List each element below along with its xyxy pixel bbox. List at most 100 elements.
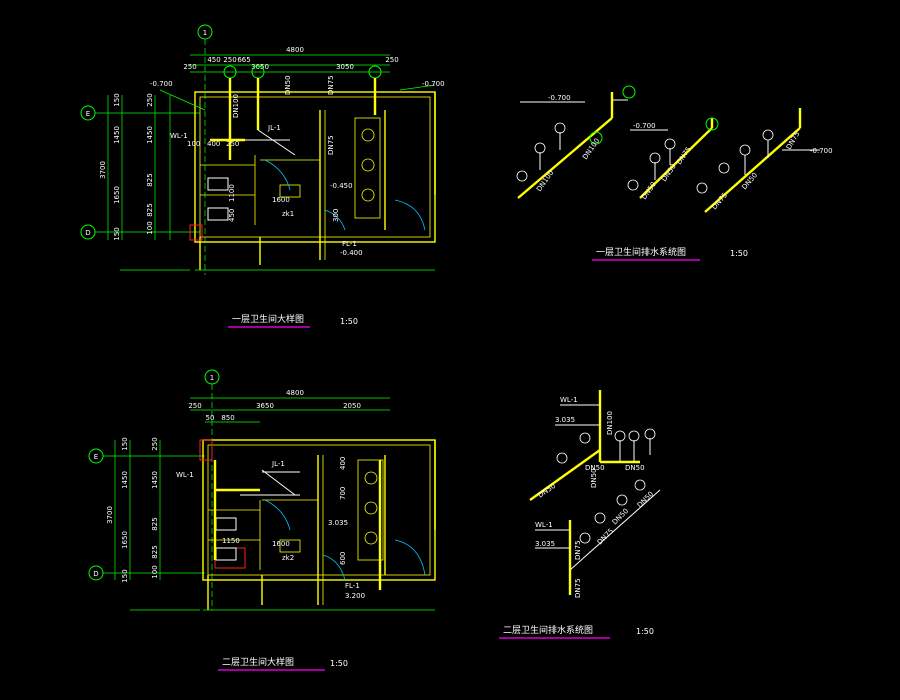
- svg-text:DN75: DN75: [574, 578, 582, 598]
- plan2-red-block: [199, 439, 213, 461]
- svg-text:300: 300: [332, 209, 340, 222]
- svg-text:DN75: DN75: [327, 75, 335, 95]
- svg-text:1650: 1650: [121, 531, 129, 549]
- system1-title: 一层卫生间排水系统图: [596, 246, 686, 258]
- svg-text:DN75: DN75: [574, 540, 582, 560]
- svg-text:WL-1: WL-1: [535, 521, 553, 529]
- svg-text:zk1: zk1: [282, 210, 294, 218]
- svg-text:-0.700: -0.700: [422, 80, 445, 88]
- svg-text:DN100: DN100: [232, 94, 240, 118]
- svg-text:1450: 1450: [113, 126, 121, 144]
- plan2-scale: 1:50: [330, 659, 348, 668]
- svg-text:D: D: [93, 570, 98, 578]
- plan1-red-block: [189, 224, 203, 241]
- plan1-view[interactable]: 1 E D 4800 450 250 665 3650 3050 250 250…: [80, 24, 445, 328]
- svg-text:2050: 2050: [343, 402, 361, 410]
- svg-text:1600: 1600: [272, 540, 290, 548]
- svg-text:-0.450: -0.450: [330, 182, 353, 190]
- svg-text:1450: 1450: [121, 471, 129, 489]
- svg-text:1100: 1100: [228, 184, 236, 202]
- svg-text:665: 665: [237, 56, 250, 64]
- plan2-basin-counter: [357, 459, 384, 561]
- svg-text:825: 825: [151, 545, 159, 558]
- svg-text:DN50: DN50: [284, 75, 292, 95]
- svg-text:3.035: 3.035: [555, 416, 575, 424]
- svg-text:250: 250: [223, 56, 236, 64]
- svg-text:1: 1: [210, 374, 214, 382]
- svg-text:450: 450: [228, 209, 236, 222]
- svg-text:3.200: 3.200: [345, 592, 365, 600]
- svg-text:1650: 1650: [113, 186, 121, 204]
- svg-text:DN50: DN50: [585, 464, 605, 472]
- svg-text:400: 400: [207, 140, 220, 148]
- svg-text:3700: 3700: [99, 161, 107, 179]
- svg-text:1150: 1150: [222, 537, 240, 545]
- system2-pipe-b: [569, 489, 661, 571]
- svg-text:850: 850: [221, 414, 234, 422]
- system2-scale: 1:50: [636, 627, 654, 636]
- svg-text:100: 100: [187, 140, 200, 148]
- plan2-title: 二层卫生间大样图: [222, 656, 294, 668]
- svg-text:DN75: DN75: [327, 135, 335, 155]
- plan1-basin-counter: [354, 117, 381, 219]
- svg-text:E: E: [94, 453, 98, 461]
- plan1-axis-d-label: D: [85, 229, 90, 237]
- system1-pipe-c: [704, 127, 801, 213]
- svg-text:250: 250: [151, 437, 159, 450]
- system1-pipe-a: [517, 117, 613, 199]
- svg-text:700: 700: [339, 487, 347, 500]
- plan2-door-arc: [394, 539, 426, 576]
- svg-text:150: 150: [113, 93, 121, 106]
- svg-text:250: 250: [146, 93, 154, 106]
- svg-text:450: 450: [207, 56, 220, 64]
- plan1-door-arc: [394, 199, 426, 231]
- plan1-title: 一层卫生间大样图: [232, 313, 304, 325]
- plan1-axis-e-label: E: [86, 110, 90, 118]
- svg-text:250: 250: [226, 140, 239, 148]
- svg-text:400: 400: [339, 457, 347, 470]
- svg-text:600: 600: [339, 552, 347, 565]
- svg-text:825: 825: [151, 517, 159, 530]
- svg-text:3650: 3650: [251, 63, 269, 71]
- svg-text:825: 825: [146, 173, 154, 186]
- svg-text:WL-1: WL-1: [176, 471, 194, 479]
- svg-text:3700: 3700: [106, 506, 114, 524]
- svg-text:-0.700: -0.700: [150, 80, 173, 88]
- plan2-view[interactable]: 1 E D 4800 250 3650 2050 50 850 3700 145…: [88, 369, 436, 671]
- svg-text:1450: 1450: [151, 471, 159, 489]
- svg-text:WL-1: WL-1: [560, 396, 578, 404]
- svg-text:50: 50: [206, 414, 215, 422]
- plan1-dim-total: 4800: [286, 46, 304, 54]
- svg-text:DN50: DN50: [590, 468, 598, 488]
- svg-text:4800: 4800: [286, 389, 304, 397]
- svg-text:3.035: 3.035: [535, 540, 555, 548]
- svg-text:150: 150: [113, 227, 121, 240]
- svg-text:825: 825: [146, 203, 154, 216]
- svg-text:-0.700: -0.700: [633, 122, 656, 130]
- svg-text:WL-1: WL-1: [170, 132, 188, 140]
- svg-text:JL-1: JL-1: [267, 124, 281, 132]
- plan1-axis-top-label: 1: [203, 29, 207, 37]
- svg-text:FL-1: FL-1: [345, 582, 360, 590]
- svg-text:-0.700: -0.700: [810, 147, 833, 155]
- system1-pipe-b: [639, 127, 713, 199]
- svg-text:250: 250: [188, 402, 201, 410]
- system1-scale: 1:50: [730, 249, 748, 258]
- svg-text:250: 250: [385, 56, 398, 64]
- svg-text:zk2: zk2: [282, 554, 294, 562]
- svg-text:JL-1: JL-1: [271, 460, 285, 468]
- svg-text:3650: 3650: [256, 402, 274, 410]
- svg-text:FL-1: FL-1: [342, 240, 357, 248]
- svg-text:1600: 1600: [272, 196, 290, 204]
- svg-text:DN50: DN50: [625, 464, 645, 472]
- svg-text:3.035: 3.035: [328, 519, 348, 527]
- svg-text:3050: 3050: [336, 63, 354, 71]
- system2-title: 二层卫生间排水系统图: [503, 624, 593, 636]
- svg-text:150: 150: [121, 569, 129, 582]
- svg-text:-0.400: -0.400: [340, 249, 363, 257]
- svg-text:150: 150: [121, 437, 129, 450]
- svg-text:-0.700: -0.700: [548, 94, 571, 102]
- svg-text:DN100: DN100: [606, 411, 614, 435]
